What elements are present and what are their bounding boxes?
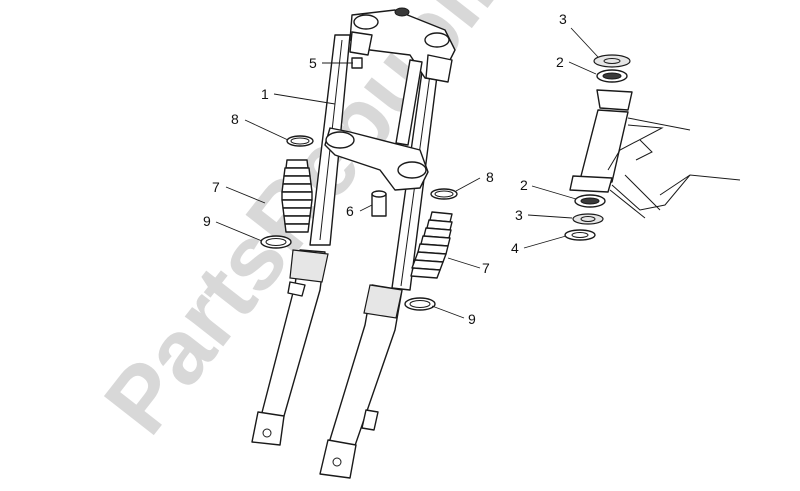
part-3-top-washer — [593, 54, 631, 68]
left-axle-foot — [251, 411, 285, 446]
part-8-ring-right — [430, 188, 458, 200]
callout-3-bottom: 3 — [515, 207, 523, 223]
callout-2-top: 2 — [556, 54, 564, 70]
part-4-seal — [564, 229, 596, 241]
callout-8-left: 8 — [231, 111, 239, 127]
callout-7-right: 7 — [482, 260, 490, 276]
upper-triple-clamp — [349, 7, 456, 83]
callout-5: 5 — [309, 55, 317, 71]
part-6-spacer — [371, 190, 387, 217]
part-9-seal-left — [260, 235, 292, 249]
callout-8-right: 8 — [486, 169, 494, 185]
frame-head-tube — [569, 89, 741, 219]
steering-stem — [395, 59, 423, 146]
leader-lines — [215, 27, 599, 319]
callout-7-left: 7 — [212, 179, 220, 195]
bearing-stack-top — [593, 54, 631, 83]
left-slider-collar — [289, 249, 329, 283]
right-slider-collar — [363, 284, 403, 319]
callout-3-top: 3 — [559, 11, 567, 27]
part-3-bottom-washer — [572, 213, 604, 225]
callout-2-bottom: 2 — [520, 177, 528, 193]
part-8-ring-left — [286, 135, 314, 147]
callout-9-right: 9 — [468, 311, 476, 327]
callout-1: 1 — [261, 86, 269, 102]
right-axle-foot — [319, 439, 357, 479]
callout-labels: 1 5 8 7 9 6 8 7 9 3 2 2 3 4 — [203, 11, 567, 327]
lower-triple-clamp — [324, 127, 429, 191]
callout-4: 4 — [511, 240, 519, 256]
callout-6: 6 — [346, 203, 354, 219]
part-5-screw — [351, 57, 363, 69]
bearing-stack-bottom — [564, 194, 606, 241]
part-7-dust-boot-left — [281, 159, 313, 233]
callout-9-left: 9 — [203, 213, 211, 229]
part-9-seal-right — [404, 297, 436, 311]
part-7-dust-boot-right — [410, 211, 453, 279]
